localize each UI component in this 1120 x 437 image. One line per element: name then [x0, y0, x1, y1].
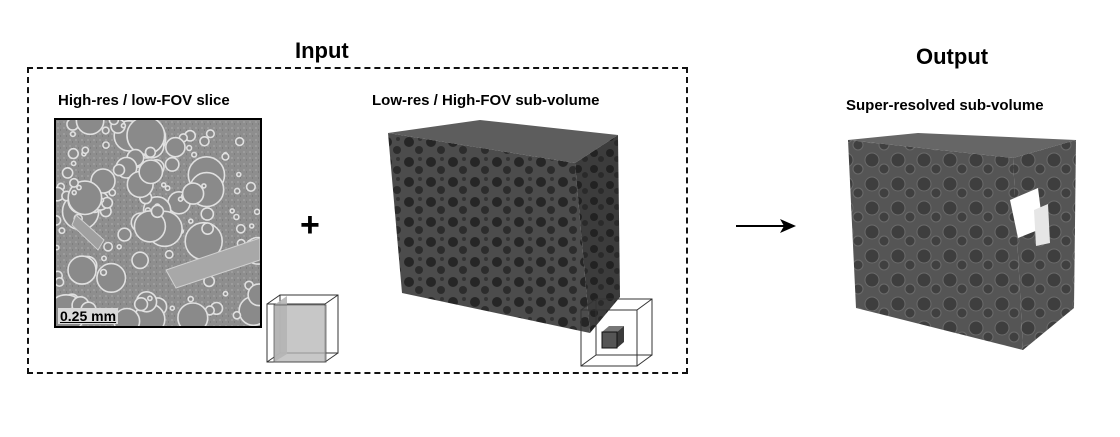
scale-bar-label: 0.25 mm: [58, 308, 119, 324]
lowres-volume-cube: [388, 120, 620, 333]
input-group-frame: [27, 67, 688, 374]
superres-volume-label: Super-resolved sub-volume: [846, 97, 1044, 114]
input-title: Input: [295, 38, 349, 63]
slice-texture: [56, 120, 260, 326]
plus-sign: +: [300, 206, 320, 244]
subvolume-inset-icon: [580, 298, 653, 367]
right-arrow-icon: [736, 219, 796, 233]
slice-plane-inset-icon: [266, 294, 339, 363]
output-title: Output: [916, 44, 989, 69]
highres-slice-image: 0.25 mm: [54, 118, 262, 328]
superresolved-volume-cube: [848, 133, 1076, 350]
lowres-volume-label: Low-res / High-FOV sub-volume: [372, 92, 600, 109]
slice-label: High-res / low-FOV slice: [58, 92, 230, 109]
